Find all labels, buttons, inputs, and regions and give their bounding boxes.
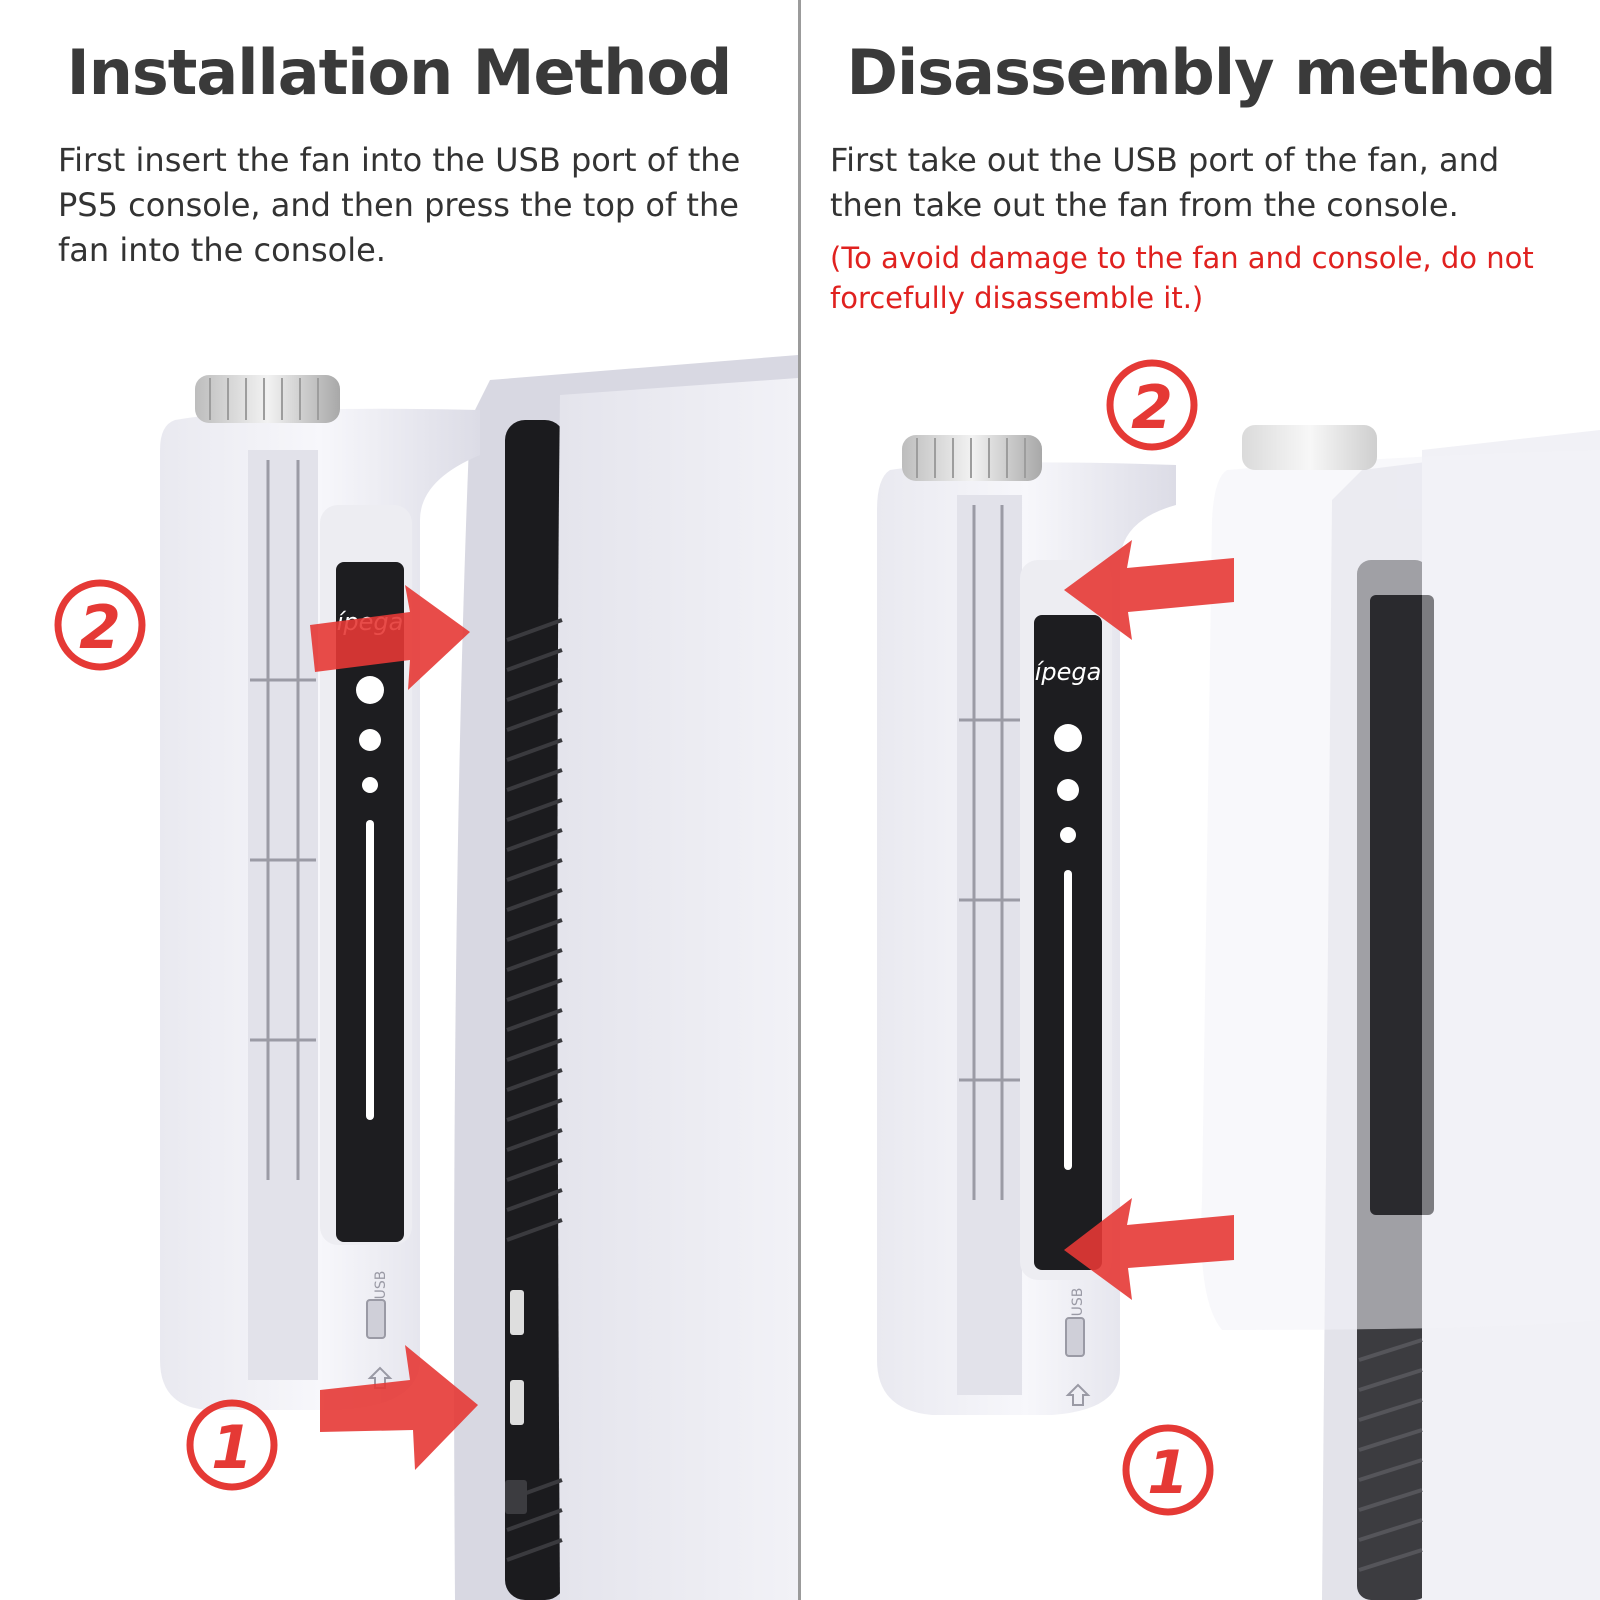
console-usb-port-2	[510, 1380, 524, 1425]
console-vent-fins	[506, 618, 563, 1562]
cooling-fan: ípega USB	[160, 375, 480, 1410]
insert-arrow-step-two	[310, 585, 470, 690]
fan-speed-high-icon	[356, 676, 384, 704]
fan-speed-icons	[356, 676, 384, 1120]
step-one-badge: 1	[186, 1399, 278, 1491]
disassembly-description: First take out the USB port of the fan, …	[830, 141, 1500, 224]
fan-usb-label: USB	[373, 1271, 389, 1300]
disassembly-title: Disassembly method	[846, 36, 1557, 109]
fan-grille	[248, 450, 318, 1380]
step-one-number: 1	[1147, 1438, 1189, 1508]
fan-speed-mid-icon	[1057, 779, 1079, 801]
fan-light-bar	[366, 820, 374, 1120]
disassembly-illustration: ípega USB	[877, 359, 1600, 1600]
step-one-badge: 1	[1122, 1424, 1214, 1516]
fan-speed-low-icon	[1060, 827, 1076, 843]
installation-description: First insert the fan into the USB port o…	[58, 141, 741, 269]
fan-usb-port	[1065, 1317, 1085, 1357]
fan-usb-label: USB	[1070, 1288, 1086, 1317]
panel-divider	[798, 0, 801, 1600]
installation-panel: Installation Method First insert the fan…	[0, 0, 798, 1600]
fan-grille	[957, 495, 1022, 1395]
ghost-display-strip	[1370, 595, 1434, 1215]
fan-ghost	[1201, 425, 1600, 1330]
fan-brand-logo: ípega	[1035, 658, 1102, 686]
installation-illustration: ípega USB	[54, 355, 798, 1600]
step-one-number: 1	[211, 1413, 253, 1483]
remove-arrow-step-two	[1064, 540, 1234, 640]
disassembly-panel: Disassembly method First take out the US…	[802, 0, 1600, 1600]
fan-light-bar	[1064, 870, 1072, 1170]
console	[454, 355, 798, 1600]
fan-speed-low-icon	[362, 777, 378, 793]
fan-speed-icons	[1054, 724, 1082, 1170]
fan-knob	[195, 375, 340, 423]
console-side-panel	[557, 378, 798, 1600]
fan-speed-high-icon	[1054, 724, 1082, 752]
step-two-badge: 2	[1106, 359, 1198, 451]
insert-arrow-step-one	[320, 1345, 478, 1470]
step-two-number: 2	[79, 593, 121, 663]
usb-arrow-icon	[1065, 1383, 1091, 1406]
step-two-number: 2	[1131, 373, 1173, 443]
step-two-badge: 2	[54, 579, 146, 671]
remove-arrow-step-one	[1064, 1198, 1234, 1300]
console-ethernet-port	[505, 1480, 527, 1514]
fan-speed-mid-icon	[359, 729, 381, 751]
installation-title: Installation Method	[66, 36, 733, 109]
ghost-knob	[1242, 425, 1377, 470]
cooling-fan: ípega USB	[877, 435, 1176, 1416]
console-usb-port-1	[510, 1290, 524, 1335]
disassembly-warning: (To avoid damage to the fan and console,…	[830, 241, 1534, 315]
fan-usb-port	[366, 1299, 386, 1339]
